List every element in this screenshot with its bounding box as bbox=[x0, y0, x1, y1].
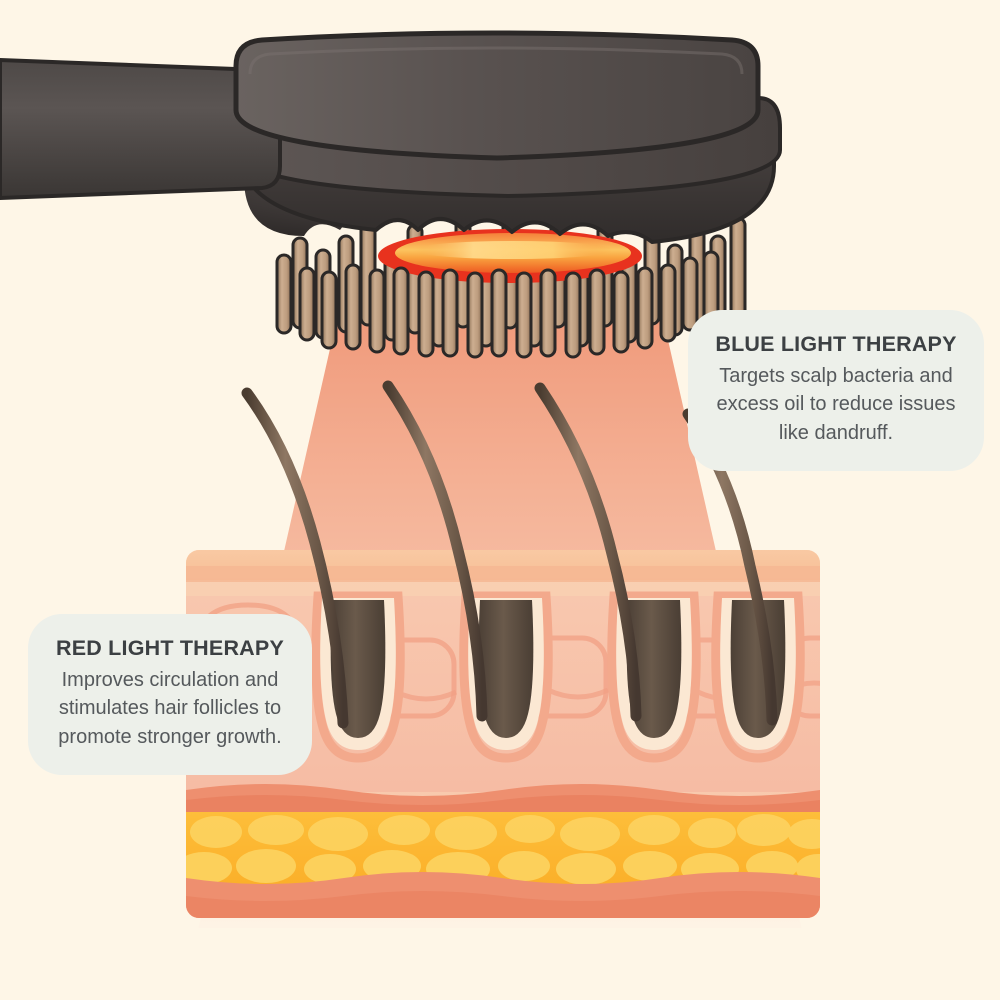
muscle-band-shadow bbox=[186, 891, 820, 918]
callout-title: BLUE LIGHT THERAPY bbox=[715, 332, 957, 356]
comb-tooth bbox=[490, 268, 508, 358]
comb-tooth bbox=[588, 268, 606, 356]
laser-comb-device[interactable] bbox=[0, 30, 782, 359]
callout-title: RED LIGHT THERAPY bbox=[56, 636, 284, 660]
hair-strand bbox=[534, 382, 642, 722]
glowing-red-led-panel bbox=[378, 229, 642, 283]
comb-tooth bbox=[466, 271, 484, 359]
comb-tooth bbox=[368, 268, 386, 354]
callout-blue-light-therapy[interactable]: BLUE LIGHT THERAPY Targets scalp bacteri… bbox=[688, 310, 984, 471]
comb-tooth bbox=[612, 270, 630, 354]
comb-tooth bbox=[729, 216, 747, 320]
comb-tooth bbox=[636, 266, 654, 350]
comb-tooth bbox=[515, 271, 533, 359]
comb-tooth bbox=[539, 268, 557, 358]
hair-strand bbox=[382, 380, 488, 722]
comb-tooth bbox=[681, 256, 699, 332]
callout-body: Improves circulation and stimulates hair… bbox=[58, 668, 282, 748]
comb-teeth-front bbox=[275, 250, 720, 359]
comb-tooth bbox=[417, 270, 435, 358]
callout-red-light-therapy[interactable]: RED LIGHT THERAPY Improves circulation a… bbox=[28, 614, 312, 775]
hypodermis-band-shadow bbox=[186, 795, 820, 814]
comb-tooth bbox=[344, 263, 362, 351]
comb-tooth bbox=[320, 270, 338, 350]
hair-strand bbox=[241, 387, 349, 729]
device-top-highlight bbox=[248, 46, 744, 75]
comb-tooth bbox=[441, 268, 459, 358]
callout-body: Targets scalp bacteria and excess oil to… bbox=[716, 364, 956, 444]
comb-tooth bbox=[298, 266, 316, 342]
comb-tooth bbox=[275, 253, 293, 335]
comb-tooth bbox=[564, 271, 582, 359]
comb-tooth bbox=[659, 263, 677, 343]
comb-tooth bbox=[392, 266, 410, 356]
device-head-body[interactable] bbox=[233, 30, 761, 161]
